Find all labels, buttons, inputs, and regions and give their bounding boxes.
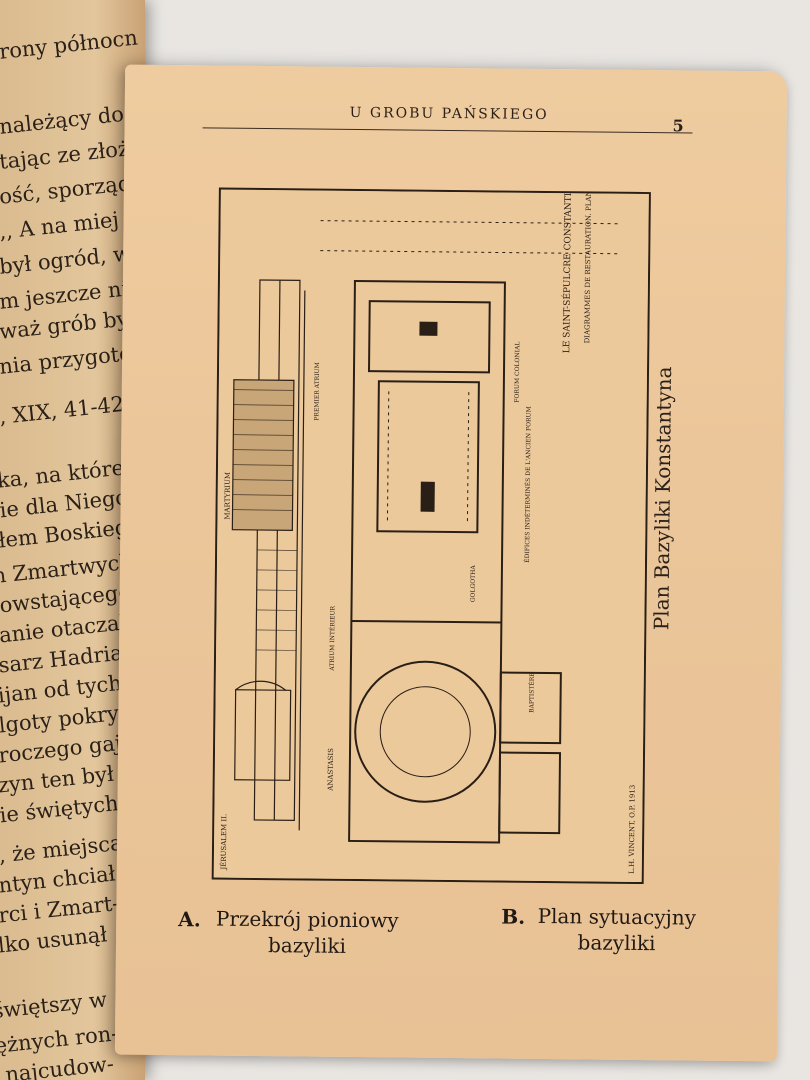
left-page-line: , XIX, 41-42). bbox=[0, 390, 141, 429]
altar-mark bbox=[419, 321, 438, 336]
section-hatching bbox=[232, 389, 298, 651]
label-forum: FORUM COLONIAL bbox=[514, 342, 522, 403]
left-page-line: należący do bbox=[0, 101, 125, 139]
caption-b-line1: Plan sytuacyjny bbox=[537, 903, 697, 930]
left-page-line: rony północn bbox=[0, 25, 139, 64]
apse-mark bbox=[420, 481, 435, 512]
caption-a-line2: bazyliki bbox=[267, 933, 347, 958]
left-page-line: ,, A na miej bbox=[0, 207, 121, 244]
right-page: U GROBU PAŃSKIEGO 5 bbox=[114, 64, 788, 1062]
caption-a-line1: Przekrój pioniowy bbox=[215, 906, 399, 933]
label-jerusalem: JÉRUSALEM II. bbox=[219, 814, 229, 871]
left-page-line: nia przygoto- bbox=[0, 340, 140, 379]
header-rule bbox=[202, 127, 693, 134]
label-author: L.H. VINCENT, O.P. 1913 bbox=[628, 785, 637, 874]
plan-subtitle: DIAGRAMMES DE RESTAURATION. PLAN ET COUP… bbox=[583, 190, 593, 344]
label-premier-atrium: PREMIER ATRIUM bbox=[313, 362, 321, 420]
left-page-line: a najcudow- bbox=[0, 1051, 116, 1080]
left-page-line: nie świętych bbox=[0, 791, 120, 829]
label-anastasis: ANASTASIS bbox=[327, 748, 335, 792]
caption-b-letter: B. bbox=[501, 904, 526, 929]
plan-caption-vertical: Plan Bazyliki Konstantyna bbox=[649, 366, 677, 631]
left-page-line: był ogród, w bbox=[0, 241, 133, 279]
caption-a-text: Przekrój pioniowy bazyliki bbox=[212, 906, 403, 960]
caption-b-text: Plan sytuacyjny bazyliki bbox=[534, 903, 700, 957]
label-martyrium: MARTYRIUM bbox=[223, 472, 231, 520]
plan-drawing bbox=[348, 279, 562, 844]
label-atrium-interieur: ATRIUM INTÉRIEUR bbox=[328, 605, 337, 671]
running-header: U GROBU PAŃSKIEGO bbox=[349, 104, 549, 123]
label-edifices: ÉDIFICES INDÉTERMINÉS DE L'ANCIEN FORUM bbox=[523, 406, 533, 563]
left-page-line: ylko usunął bbox=[0, 922, 109, 959]
basilica-plan-figure: LE SAINT-SÉPULCRE CONSTANTINIEN DIAGRAMM… bbox=[211, 187, 651, 885]
label-baptisterium: BAPTISTÈRE bbox=[527, 672, 535, 713]
left-page-line: tając ze złoż bbox=[0, 136, 130, 174]
basilica-plan-drawing: LE SAINT-SÉPULCRE CONSTANTINIEN DIAGRAMM… bbox=[213, 189, 649, 883]
plan-title: LE SAINT-SÉPULCRE CONSTANTINIEN bbox=[560, 190, 574, 354]
caption-b-line2: bazyliki bbox=[577, 930, 656, 956]
colonnade-lines bbox=[320, 220, 621, 523]
label-golgotha: GOLGOTHA bbox=[470, 565, 477, 603]
left-page-line: jświętszy w bbox=[0, 987, 109, 1024]
caption-a-letter: A. bbox=[178, 907, 201, 932]
